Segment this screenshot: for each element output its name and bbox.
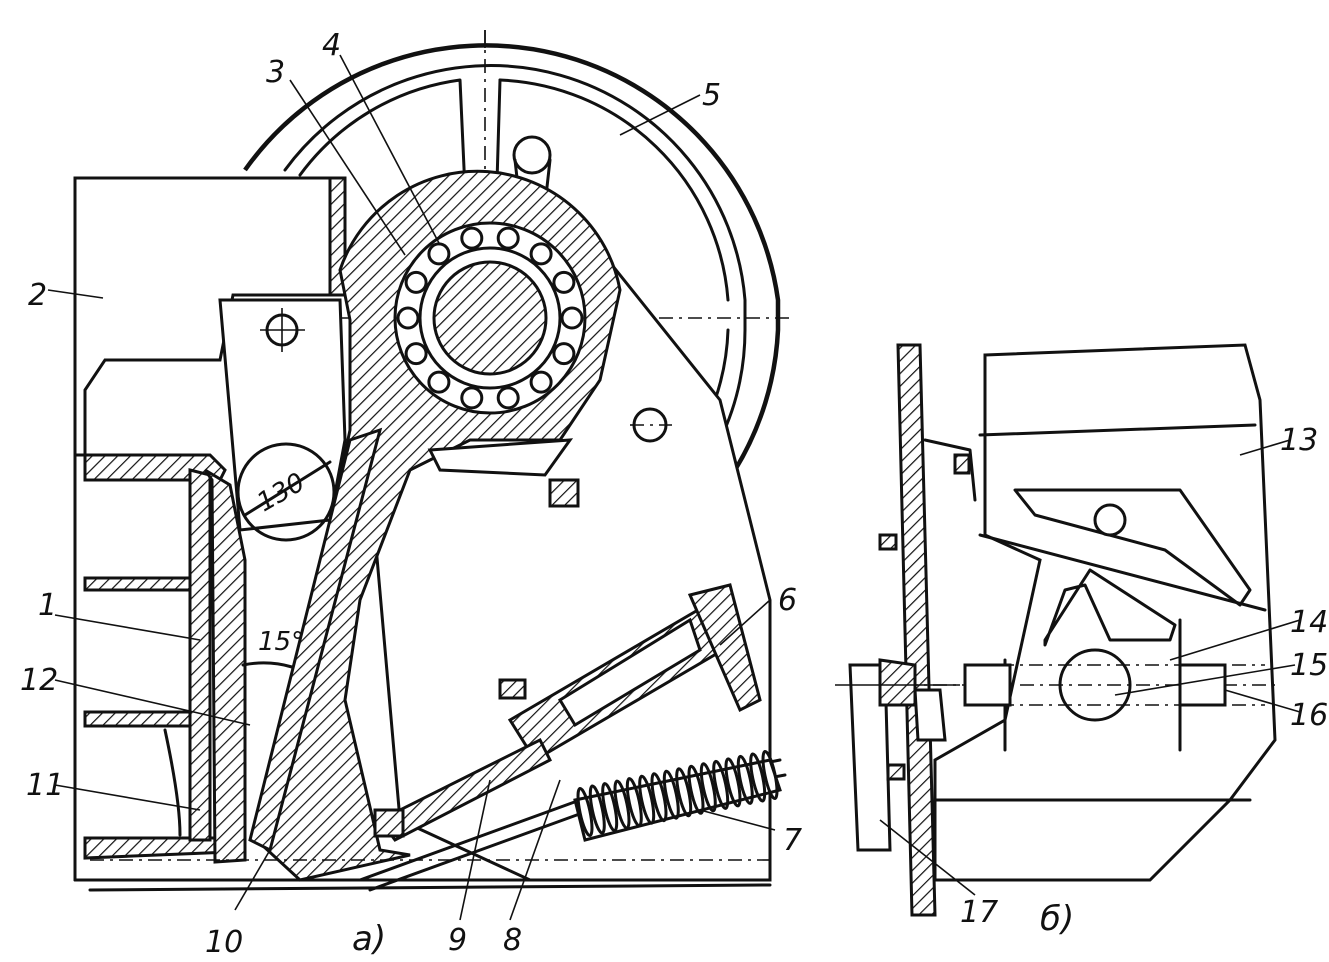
bearing-roller bbox=[427, 242, 451, 266]
callout-17: 17 bbox=[960, 895, 998, 930]
leader-lines-b bbox=[879, 439, 1301, 896]
bearing-roller bbox=[552, 342, 576, 366]
dimension-angle-label: 15° bbox=[258, 627, 304, 657]
swing-jaw bbox=[248, 169, 622, 882]
callout-2: 2 bbox=[28, 278, 47, 313]
spring-coil bbox=[761, 750, 779, 800]
spring-coil bbox=[576, 787, 594, 837]
callout-11: 11 bbox=[26, 768, 64, 803]
bearing-roller bbox=[460, 226, 484, 250]
bearing-rollers bbox=[396, 226, 584, 410]
spring-coil bbox=[638, 774, 656, 825]
bearing-roller bbox=[529, 370, 553, 394]
bearing-roller bbox=[427, 370, 451, 394]
spring-coil bbox=[588, 784, 606, 835]
callout-16: 16 bbox=[1290, 698, 1328, 733]
spring-coil bbox=[724, 757, 742, 808]
callout-9: 9 bbox=[448, 923, 467, 958]
bearing-roller bbox=[460, 386, 484, 410]
spring-coil bbox=[625, 777, 643, 828]
spring-coil bbox=[650, 772, 668, 823]
spring-coil bbox=[749, 752, 767, 803]
flywheel bbox=[243, 30, 790, 472]
caption-view-b: б) bbox=[1040, 899, 1074, 939]
callout-3: 3 bbox=[266, 55, 285, 90]
callout-15: 15 bbox=[1290, 648, 1328, 683]
callout-8: 8 bbox=[503, 923, 522, 958]
bearing-roller bbox=[404, 270, 428, 294]
view-b-section bbox=[835, 343, 1301, 917]
spring-coil bbox=[601, 782, 619, 833]
spring-coil bbox=[712, 759, 730, 810]
dimension-angle: 15° bbox=[241, 627, 304, 669]
bearing-roller bbox=[396, 306, 420, 330]
caption-view-a: а) bbox=[352, 919, 386, 959]
callout-5: 5 bbox=[702, 78, 721, 113]
callout-14: 14 bbox=[1290, 605, 1328, 640]
toggle-assembly bbox=[358, 478, 787, 892]
bearing-roller bbox=[560, 306, 584, 330]
callout-12: 12 bbox=[20, 663, 58, 698]
callout-labels: 1 2 3 4 5 6 7 8 9 10 11 12 13 14 15 16 1… bbox=[20, 28, 1328, 960]
bearing-roller bbox=[496, 386, 520, 410]
spring-coil bbox=[613, 779, 631, 830]
spring-coil bbox=[662, 769, 680, 820]
view-a-section: 130 15° bbox=[47, 30, 790, 921]
callout-4: 4 bbox=[322, 28, 341, 63]
callout-10: 10 bbox=[205, 925, 243, 960]
callout-6: 6 bbox=[778, 583, 797, 618]
bearing-roller bbox=[496, 226, 520, 250]
spring-coil bbox=[699, 762, 717, 813]
bearing-roller bbox=[404, 342, 428, 366]
leader-lines-a bbox=[47, 54, 776, 921]
callout-13: 13 bbox=[1280, 423, 1318, 458]
bearing-roller bbox=[552, 270, 576, 294]
spring-coil bbox=[736, 754, 754, 805]
spring-coil bbox=[687, 764, 705, 815]
callout-7: 7 bbox=[783, 823, 802, 858]
bearing-roller bbox=[529, 242, 553, 266]
spring-coil bbox=[675, 767, 693, 818]
callout-1: 1 bbox=[38, 588, 57, 623]
